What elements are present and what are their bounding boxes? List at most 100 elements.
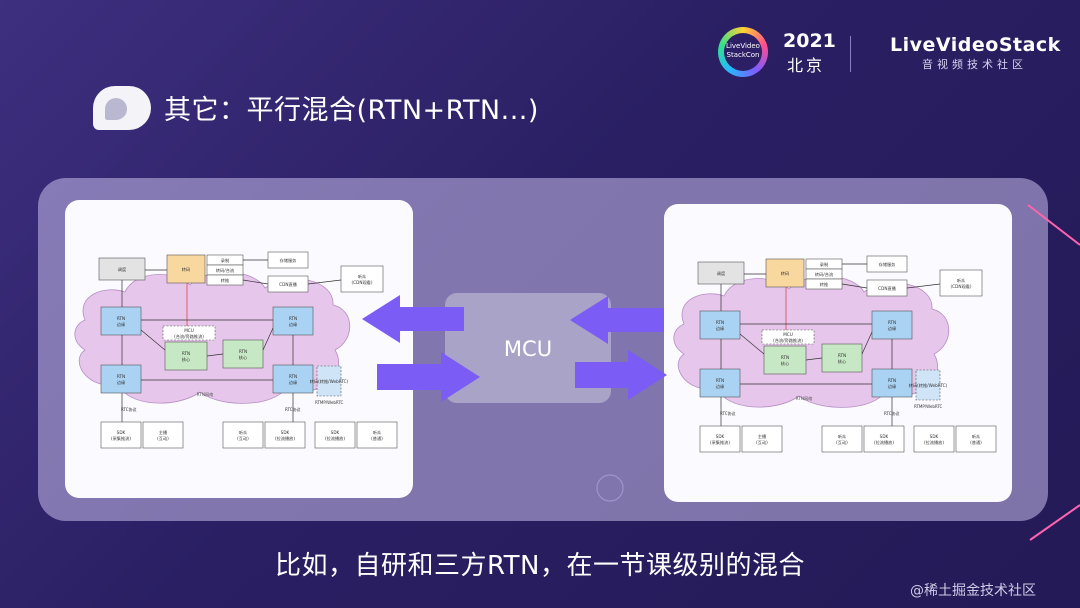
rtn-edge-box: [699, 310, 741, 340]
rtn-core-box: [222, 339, 264, 369]
rtn-edge-box-label: 边缘: [888, 383, 897, 390]
service-box-label: 转码/合流: [815, 271, 834, 278]
rtc-protocol-label: RTC协议: [720, 410, 736, 416]
diagram-content: RTN网络调度转码录制转码/合流转推存储服务CDN直播听众(CDN观看)RTN边…: [74, 251, 398, 449]
watermark: @稀土掘金技术社区: [910, 583, 1036, 599]
rtn-core-box-label: 核心: [182, 356, 191, 363]
mcu-inner-box-label: MCU: [184, 328, 194, 333]
rtn-edge-box: [699, 368, 741, 398]
sdk-box: [222, 421, 264, 449]
rtn-core-box-label: RTN: [781, 355, 789, 360]
arrow-left-icon: [362, 295, 464, 343]
audience-box-label: (CDN观看): [951, 283, 972, 290]
rtn-edge-box: [100, 306, 142, 336]
sdk-box-label: SDK: [880, 434, 889, 439]
slide-title: 其它：平行混合(RTN+RTN...): [164, 95, 539, 126]
service-box-label: 转码/合流: [216, 267, 235, 274]
sdk-box: [699, 425, 741, 453]
rtn-core-box-label: 核心: [239, 354, 248, 361]
rtmp-label: RTMP/WebRTC: [315, 400, 344, 405]
connector-line: [242, 279, 269, 285]
service-box-label: 转推: [820, 281, 828, 288]
sdk-box-label: (互动): [756, 439, 768, 446]
storage-box-label: 存储服务: [280, 257, 298, 264]
connector-line: [841, 283, 868, 289]
sdk-box: [955, 425, 997, 453]
transcode-box: [765, 258, 805, 288]
sdk-box-label: SDK: [331, 430, 340, 435]
service-box-label: 录制: [221, 257, 229, 264]
diagram-content: RTN网络调度转码录制转码/合流转推存储服务CDN直播听众(CDN观看)RTN边…: [673, 255, 997, 453]
audience-box-label: (CDN观看): [352, 279, 373, 286]
connector-line: [262, 327, 274, 351]
transcode-box-label: 转码: [182, 266, 190, 273]
rtn-edge-box-label: 边缘: [716, 383, 725, 390]
decorative-circle: [596, 474, 624, 502]
event-year: 2021: [783, 30, 836, 52]
rtn-edge-box-label: 边缘: [117, 321, 126, 328]
sdk-box-label: 听众: [838, 433, 846, 440]
rtn-edge-box-label: RTN: [117, 374, 125, 379]
cloud-label: RTN网络: [796, 395, 813, 402]
rtn-core-box: [164, 341, 208, 371]
arrow-right-icon: [377, 352, 480, 402]
rtn-edge-box-label: RTN: [888, 378, 896, 383]
rtn-edge-box-label: 边缘: [117, 379, 126, 386]
mcu-inner-box-label: MCU: [783, 332, 793, 337]
rtn-edge-box-label: 边缘: [716, 325, 725, 332]
rtn-edge-box-label: RTN: [289, 316, 297, 321]
audience-box: [939, 269, 983, 297]
decorative-stroke: [1027, 204, 1080, 246]
connector-line: [140, 329, 166, 351]
sdk-box-label: SDK: [117, 430, 126, 435]
dispatch-box-label: 调度: [118, 266, 127, 273]
sdk-box-label: (采集推流): [710, 439, 730, 446]
rtn-edge-box-label: 边缘: [888, 325, 897, 332]
sdk-box-label: (互动): [237, 435, 249, 442]
connector-line: [861, 331, 873, 355]
connector-line: [739, 333, 765, 355]
sdk-box-label: (普通): [371, 435, 383, 442]
rtn-core-box-label: RTN: [182, 351, 190, 356]
sdk-box-label: SDK: [281, 430, 290, 435]
service-box-label: 转推: [221, 277, 229, 284]
mcu-inner-box-label: (合流/旁路推流): [174, 333, 204, 340]
transcode-push-box: [915, 369, 941, 401]
brand-subtitle: 音视频技术社区: [922, 58, 1027, 71]
rtn-edge-box-label: RTN: [289, 374, 297, 379]
header-divider: [850, 36, 851, 72]
service-box-label: 录制: [820, 261, 828, 268]
transcode-push-box: [316, 365, 342, 397]
rtn-core-box: [821, 343, 863, 373]
sdk-box-label: (互动): [157, 435, 169, 442]
cdn-box-label: CDN直播: [878, 285, 896, 292]
sdk-box-label: 主播: [159, 429, 168, 436]
rtn-edge-box-label: RTN: [716, 320, 724, 325]
storage-box-label: 存储服务: [879, 261, 897, 268]
cloud-label: RTN网络: [197, 391, 214, 398]
rtn-core-box-label: RTN: [838, 353, 846, 358]
arrow-left-icon: [570, 296, 664, 344]
mcu-inner-box: [162, 325, 216, 341]
audience-box: [340, 265, 384, 293]
sdk-box: [314, 421, 356, 449]
rtn-edge-box: [272, 364, 314, 394]
sdk-box: [821, 425, 863, 453]
rtn-edge-box-label: 边缘: [289, 379, 298, 386]
architecture-diagram-svg: RTN网络调度转码录制转码/合流转推存储服务CDN直播听众(CDN观看)RTN边…: [74, 251, 398, 449]
brand-logo: LiveVideoStack: [890, 34, 1061, 56]
sdk-box-label: (互动): [836, 439, 848, 446]
mcu-inner-box: [761, 329, 815, 345]
sdk-box-label: 听众: [972, 433, 980, 440]
rtmp-label: RTMP/WebRTC: [914, 404, 943, 409]
connector-line: [805, 357, 823, 361]
dispatch-box-label: 调度: [717, 270, 726, 277]
sdk-box: [863, 425, 905, 453]
transcode-push-box-label: 转码(转推/WebRTC): [909, 382, 948, 389]
decorative-stroke: [1029, 504, 1080, 541]
sdk-box: [100, 421, 142, 449]
architecture-diagram-svg: RTN网络调度转码录制转码/合流转推存储服务CDN直播听众(CDN观看)RTN边…: [673, 255, 997, 453]
sdk-box-label: (拉流播放): [325, 435, 345, 442]
connector-line: [206, 353, 224, 357]
